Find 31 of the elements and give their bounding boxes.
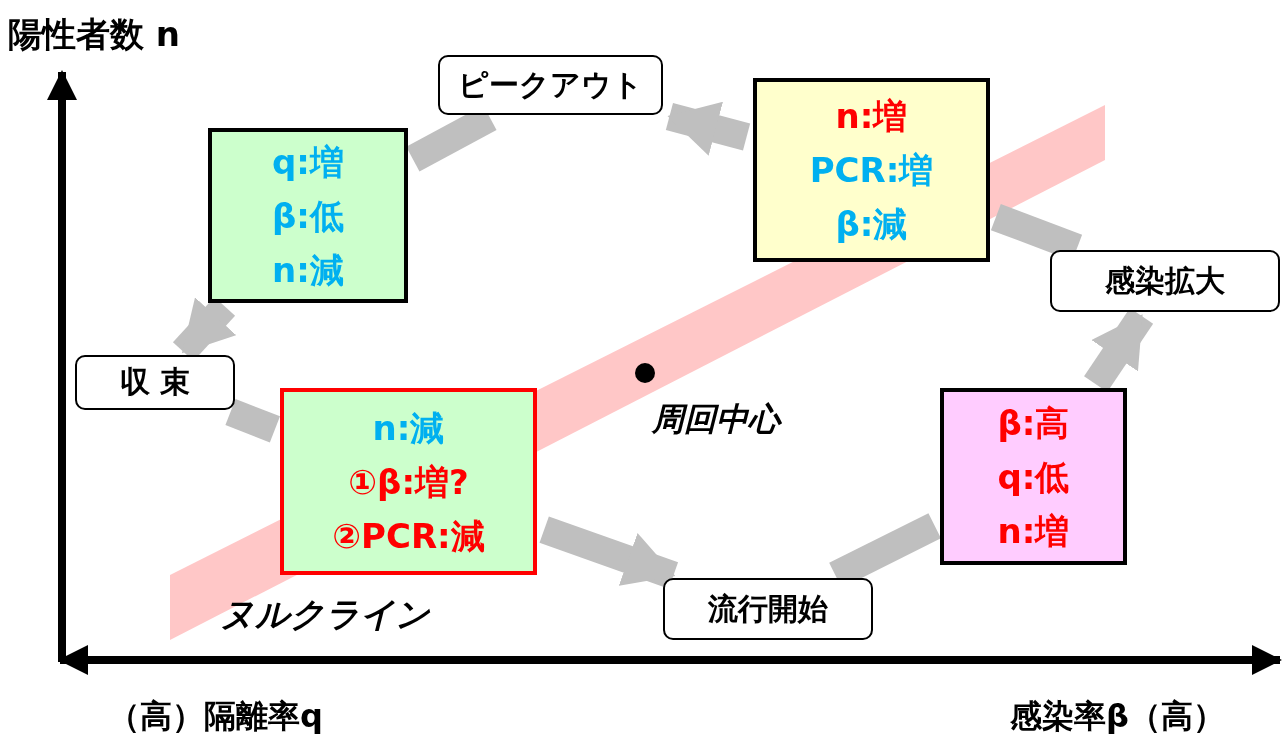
card-line: n:増: [997, 509, 1070, 553]
card-line: β:低: [272, 194, 344, 238]
card-line: ①β:増?: [348, 460, 469, 504]
card-line: 収 束: [119, 363, 191, 401]
card-line: 流行開始: [708, 589, 828, 628]
note-card: [753, 78, 990, 262]
stage-label: [663, 578, 873, 640]
arrow: [539, 516, 679, 589]
axis-title: 陽性者数 n: [8, 13, 181, 56]
card-line: n:減: [272, 248, 344, 292]
arrow: [665, 101, 751, 156]
axis-label: 感染率β（高）: [1010, 696, 1225, 737]
center-label: 周回中心: [652, 399, 780, 440]
note-card: [940, 388, 1127, 565]
card-line: n:減: [372, 406, 445, 450]
note-card: [208, 128, 408, 303]
card-line: ピークアウト: [458, 65, 643, 104]
stage-label: [438, 55, 663, 115]
stage-label: [75, 355, 235, 410]
card-line: 感染拡大: [1105, 261, 1225, 300]
card-line: ②PCR:減: [332, 514, 485, 558]
stage-label: [1050, 250, 1280, 312]
card-line: q:低: [997, 455, 1070, 499]
axis-label: （高）隔離率q: [108, 696, 323, 737]
card-line: β:減: [835, 203, 908, 246]
card-line: n:増: [835, 95, 908, 138]
card-line: PCR:増: [809, 149, 934, 192]
note-card: [280, 388, 537, 575]
card-line: β:高: [997, 401, 1070, 445]
card-line: q:増: [272, 140, 344, 184]
nullcline-label: ヌルクライン: [220, 593, 430, 636]
